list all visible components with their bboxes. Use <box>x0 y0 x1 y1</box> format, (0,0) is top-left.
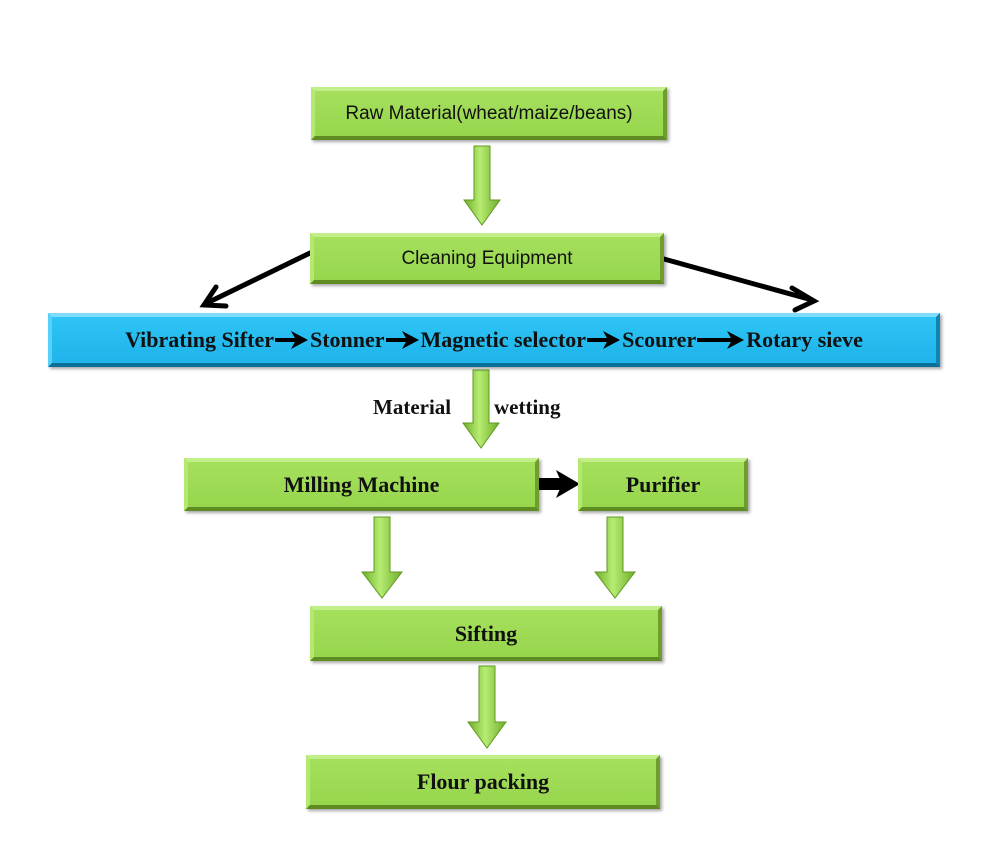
arrow-right-icon <box>587 331 621 349</box>
node-milling-machine-label: Milling Machine <box>283 471 440 497</box>
arrow-cleaning-line-to-milling <box>462 369 500 449</box>
node-flour-packing: Flour packing <box>306 755 660 809</box>
node-sifting: Sifting <box>310 606 662 661</box>
arrow-right-icon <box>697 331 745 349</box>
arrow-milling-to-sifting <box>360 516 404 599</box>
node-raw-material-label: Raw Material(wheat/maize/beans) <box>345 102 633 124</box>
node-cleaning-equipment-label: Cleaning Equipment <box>401 247 573 269</box>
node-milling-machine: Milling Machine <box>184 458 539 511</box>
node-flour-packing-label: Flour packing <box>416 769 550 794</box>
arrow-sifting-to-packing <box>467 665 507 749</box>
node-raw-material: Raw Material(wheat/maize/beans) <box>311 87 667 140</box>
step-magnetic-selector: Magnetic selector <box>420 327 587 352</box>
arrow-right-icon <box>385 331 419 349</box>
arrow-milling-to-purifier <box>537 470 580 498</box>
node-cleaning-line: Vibrating Sifter Stonner Magnetic select… <box>48 313 940 367</box>
node-purifier-label: Purifier <box>625 471 701 497</box>
arrow-right-icon <box>274 331 308 349</box>
node-cleaning-equipment: Cleaning Equipment <box>310 233 664 284</box>
edge-label-wetting: wetting <box>494 395 561 419</box>
arrow-purifier-to-sifting <box>593 516 637 599</box>
step-stonner: Stonner <box>309 327 385 352</box>
arrow-raw-to-cleaning <box>463 145 501 226</box>
arrow-cleaning-to-left <box>199 250 313 309</box>
step-rotary-sieve: Rotary sieve <box>746 327 863 352</box>
step-scourer: Scourer <box>622 327 697 352</box>
edge-label-material: Material <box>373 395 452 419</box>
step-vibrating-sifter: Vibrating Sifter <box>125 327 274 352</box>
node-sifting-label: Sifting <box>454 620 518 646</box>
arrow-cleaning-to-right <box>661 256 820 313</box>
node-purifier: Purifier <box>578 458 748 511</box>
